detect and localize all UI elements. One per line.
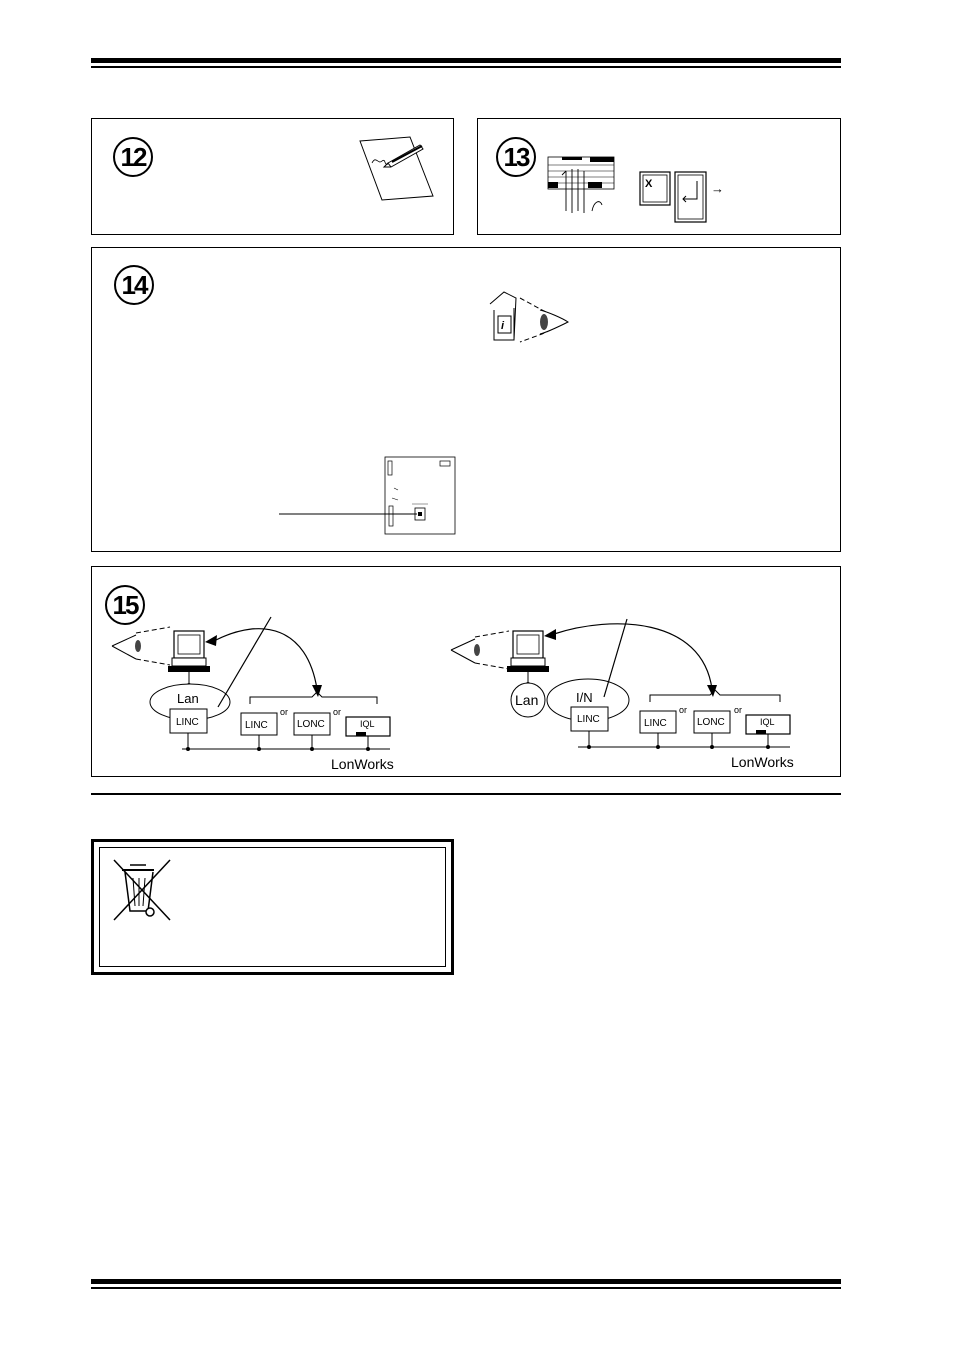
section-separator: [91, 793, 841, 795]
step-13-panel: 13 X: [477, 118, 841, 235]
weee-notice-box: [91, 839, 454, 975]
info-glyph: i: [501, 320, 505, 332]
manual-book-icon: i: [489, 291, 517, 341]
right-or-1: or: [679, 705, 687, 715]
left-brace: [249, 691, 378, 704]
step-12-badge: 12: [113, 137, 153, 177]
right-linc-main-label: LINC: [577, 714, 600, 725]
enter-key-icon: [674, 171, 707, 223]
weee-inner-frame: [99, 847, 446, 967]
bottom-thin-rule: [91, 1287, 841, 1289]
right-lan-label: Lan: [515, 692, 538, 708]
step-15-panel: 15 Lan LINC: [91, 566, 841, 777]
right-linc-box: [570, 706, 609, 732]
left-computer-icon: [168, 630, 210, 672]
circuit-board-icon: [384, 456, 456, 535]
step-12-panel: 12: [91, 118, 454, 235]
step-14-badge: 14: [114, 265, 154, 305]
left-linc-box: [169, 708, 208, 734]
keyboard-entry-illustration: X →: [547, 156, 724, 223]
next-arrow-icon: →: [711, 181, 724, 196]
right-eye-icon: [450, 630, 510, 670]
left-or-1: or: [280, 707, 288, 717]
left-linc-main-label: LINC: [176, 717, 199, 728]
keyboard-icon: [547, 156, 615, 190]
bottom-thick-rule: [91, 1279, 841, 1284]
right-or-2: or: [734, 705, 742, 715]
hand-icon: [561, 169, 603, 213]
right-lan-circle: [510, 682, 546, 718]
right-brace: [649, 689, 781, 702]
right-lonworks-label: LonWorks: [731, 754, 794, 770]
right-curved-arrow: [553, 623, 713, 690]
step-15-badge: 15: [105, 585, 145, 625]
left-lan-label: Lan: [177, 691, 199, 706]
right-pointer-line: [603, 618, 628, 698]
left-linc-option-label: LINC: [245, 720, 268, 731]
left-lonworks-label: LonWorks: [331, 756, 394, 772]
network-diagrams: Lan LINC LINC or LONC or IQL: [111, 616, 794, 772]
left-lonc-label: LONC: [297, 719, 325, 730]
right-computer-icon: [507, 630, 549, 672]
eye-icon: [519, 297, 570, 343]
left-curved-arrow: [215, 628, 318, 690]
sign-document-illustration: [359, 136, 434, 201]
right-linc-option-label: LINC: [644, 718, 667, 729]
right-iql-label: IQL: [760, 717, 775, 727]
step-14-panel: 14 i: [91, 247, 841, 552]
top-thin-rule: [91, 66, 841, 68]
key-x-label: X: [645, 178, 653, 190]
right-in-label: I/N: [576, 690, 593, 705]
step-13-badge: 13: [496, 137, 536, 177]
left-or-2: or: [333, 707, 341, 717]
left-eye-icon: [111, 626, 171, 666]
right-network-diagram: Lan I/N LINC LINC or LONC or IQL: [450, 618, 794, 770]
left-pointer-line: [217, 616, 272, 708]
top-thick-rule: [91, 58, 841, 63]
read-manual-illustration: i: [279, 291, 570, 535]
right-lonc-label: LONC: [697, 717, 725, 728]
crossed-out-bin-icon: [113, 859, 171, 921]
key-x-icon: X: [639, 171, 671, 206]
left-network-diagram: Lan LINC LINC or LONC or IQL: [111, 616, 394, 772]
left-iql-label: IQL: [360, 719, 375, 729]
